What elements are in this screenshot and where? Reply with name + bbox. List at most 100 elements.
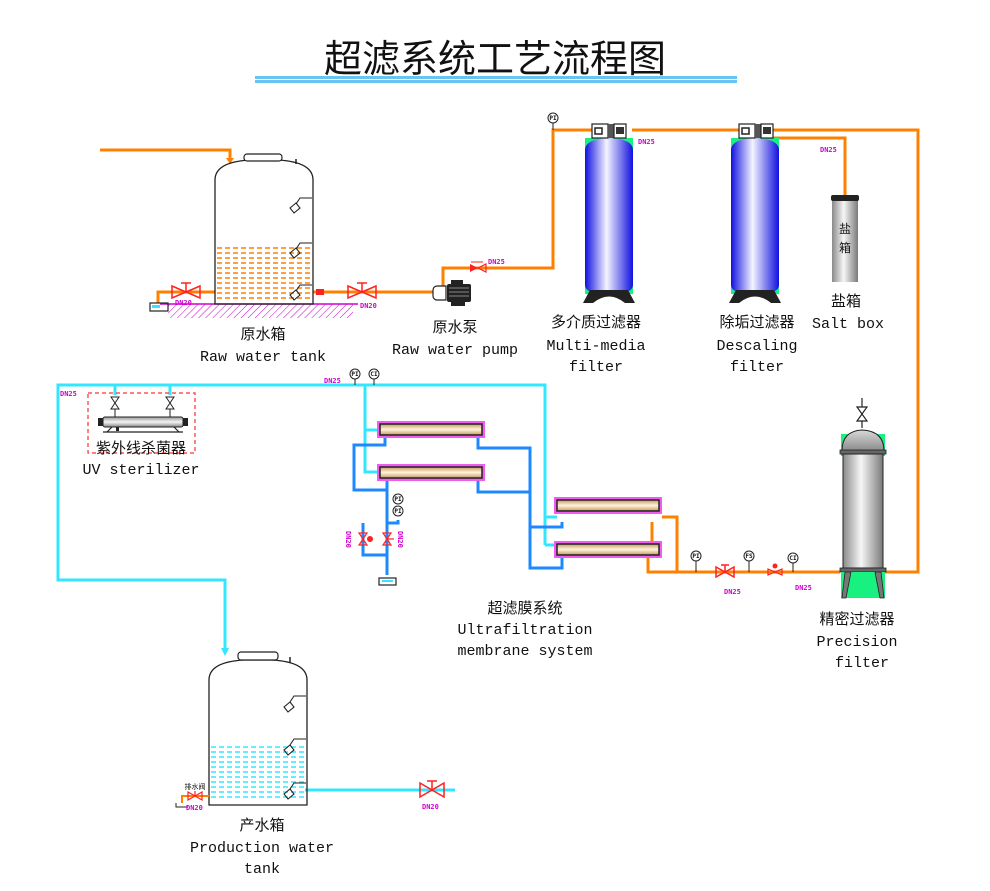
feed-valve-size: DN25: [724, 588, 741, 596]
svg-text:箱: 箱: [839, 240, 851, 255]
uf-membrane-3: [554, 497, 662, 514]
descaling-label-en1: Descaling: [716, 338, 797, 355]
raw-tank-drain-size: DN20: [175, 299, 192, 307]
raw-tank-label-en: Raw water tank: [200, 349, 326, 366]
feed-pressure-gauge: PI: [690, 550, 702, 572]
raw-tank-label-cn: 原水箱: [240, 325, 285, 343]
product-outlet-size: DN20: [422, 803, 439, 811]
uv-dashed-border: [87, 392, 196, 454]
uf-membrane-2: [377, 464, 485, 481]
level-switches: [283, 695, 306, 800]
raw-pump-label-cn: 原水泵: [432, 318, 477, 336]
uv-line-size: DN25: [60, 390, 77, 398]
product-tank-drain-valve[interactable]: [187, 790, 203, 802]
pump-discharge-size: DN25: [488, 258, 505, 266]
uf-drain-manual-valve[interactable]: [381, 532, 394, 546]
product-tank-label-en1: Production water: [190, 840, 334, 857]
raw-tank-outlet-valve[interactable]: [347, 282, 377, 300]
vent-valve: [855, 398, 869, 428]
tank-manhole: [243, 153, 283, 162]
uv-label-cn: 紫外线杀菌器: [96, 439, 186, 457]
drain-funnel: [149, 302, 169, 312]
title-block: 超滤系统工艺流程图: [255, 37, 737, 83]
svg-text:CI: CI: [789, 555, 797, 562]
raw-pump-label-en: Raw water pump: [392, 342, 518, 359]
tank-drain-pipe: [156, 290, 215, 303]
feed-conductivity-meter: CI: [787, 552, 799, 572]
descaling-to-precision-pipe: [772, 128, 920, 574]
raw-water-pipes: [100, 128, 920, 574]
uf-drain-solenoid-valve[interactable]: [357, 532, 373, 546]
raw-tank-drain-valve[interactable]: [171, 282, 201, 300]
pump-discharge-pipe: [441, 128, 595, 288]
uf-product-riser: [363, 385, 381, 474]
uf-drain-pressure-gauge-1: PI: [392, 493, 404, 505]
feed-solenoid-valve[interactable]: [767, 563, 783, 576]
raw-water-pump: [432, 280, 471, 306]
tank-shell: [208, 659, 308, 806]
salt-box-line: [772, 136, 847, 196]
product-tank-label-en2: tank: [244, 861, 280, 878]
salt-box-label-cn: 盐箱: [831, 292, 861, 310]
drain-valve-label: 排水阀: [185, 782, 206, 791]
uf-drain-size-left: DN20: [344, 531, 352, 548]
product-water-tank: [175, 651, 308, 808]
product-header-size: DN25: [324, 377, 341, 385]
inlet-arrow-icon: [226, 158, 234, 164]
svg-text:PI: PI: [394, 496, 402, 503]
uf-series-link-b: [476, 480, 530, 494]
salt-box-label-en: Salt box: [812, 316, 884, 333]
precision-label-en2: filter: [835, 655, 889, 672]
feed-flow-switch: FS: [743, 550, 755, 572]
level-switches: [289, 197, 312, 301]
title-rule-upper: [255, 76, 737, 79]
multimedia-label-en2: filter: [569, 359, 623, 376]
precision-label-cn: 精密过滤器: [819, 610, 894, 628]
product-drain-size: DN20: [186, 804, 203, 812]
product-inlet-arrow-icon: [221, 648, 229, 656]
uf-drain-size-right: DN20: [396, 531, 404, 548]
svg-text:PI: PI: [394, 508, 402, 515]
uf-series-link-a: [476, 438, 564, 570]
pump-check-valve: [470, 261, 487, 273]
feed-manual-valve[interactable]: [715, 564, 735, 579]
svg-text:PI: PI: [351, 371, 359, 378]
header-pressure-gauge: PI: [349, 368, 361, 385]
raw-tank-check-valve: [316, 289, 324, 295]
raw-tank-outlet-size: DN20: [360, 302, 377, 310]
title-rule-lower: [255, 80, 737, 83]
uf-label-cn: 超滤膜系统: [487, 599, 562, 617]
product-outlet-valve[interactable]: [419, 780, 445, 799]
svg-text:CI: CI: [370, 371, 378, 378]
raw-water-tank: [149, 153, 358, 318]
uv-sterilizer: [87, 392, 196, 454]
precision-label-en1: Precision: [816, 634, 897, 651]
descaling-label-cn: 除垢过滤器: [719, 313, 794, 331]
svg-text:PI: PI: [549, 115, 557, 122]
uf-drain-funnel: [378, 577, 397, 586]
uf-membrane-4: [554, 541, 662, 558]
uf1-concentrate: [352, 438, 387, 492]
descaling-filter: [729, 123, 781, 303]
precision-filter: [839, 398, 887, 599]
uf-drain-pressure-gauge-2: PI: [392, 505, 404, 517]
product-header-pipe: [56, 383, 547, 650]
svg-text:FS: FS: [745, 553, 753, 560]
multimedia-outlet-size: DN25: [638, 138, 655, 146]
pump-pressure-gauge: PI: [547, 112, 559, 130]
uf-feed-branch-upper: [662, 515, 679, 572]
multimedia-filter: [583, 123, 635, 303]
svg-text:盐: 盐: [839, 222, 851, 236]
concentrate-pipes: [352, 438, 564, 575]
page-title: 超滤系统工艺流程图: [324, 37, 666, 81]
precision-outlet-size: DN25: [795, 584, 812, 592]
descaling-label-en2: filter: [730, 359, 784, 376]
header-conductivity-meter: CI: [368, 368, 380, 385]
multimedia-label-en1: Multi-media: [546, 338, 645, 355]
uf-bypass-loop: [361, 523, 387, 557]
salt-box: 盐 箱: [831, 195, 859, 282]
tank-inlet-pipe: [100, 148, 232, 160]
salt-line-size: DN25: [820, 146, 837, 154]
uv-label-en: UV sterilizer: [82, 462, 199, 479]
